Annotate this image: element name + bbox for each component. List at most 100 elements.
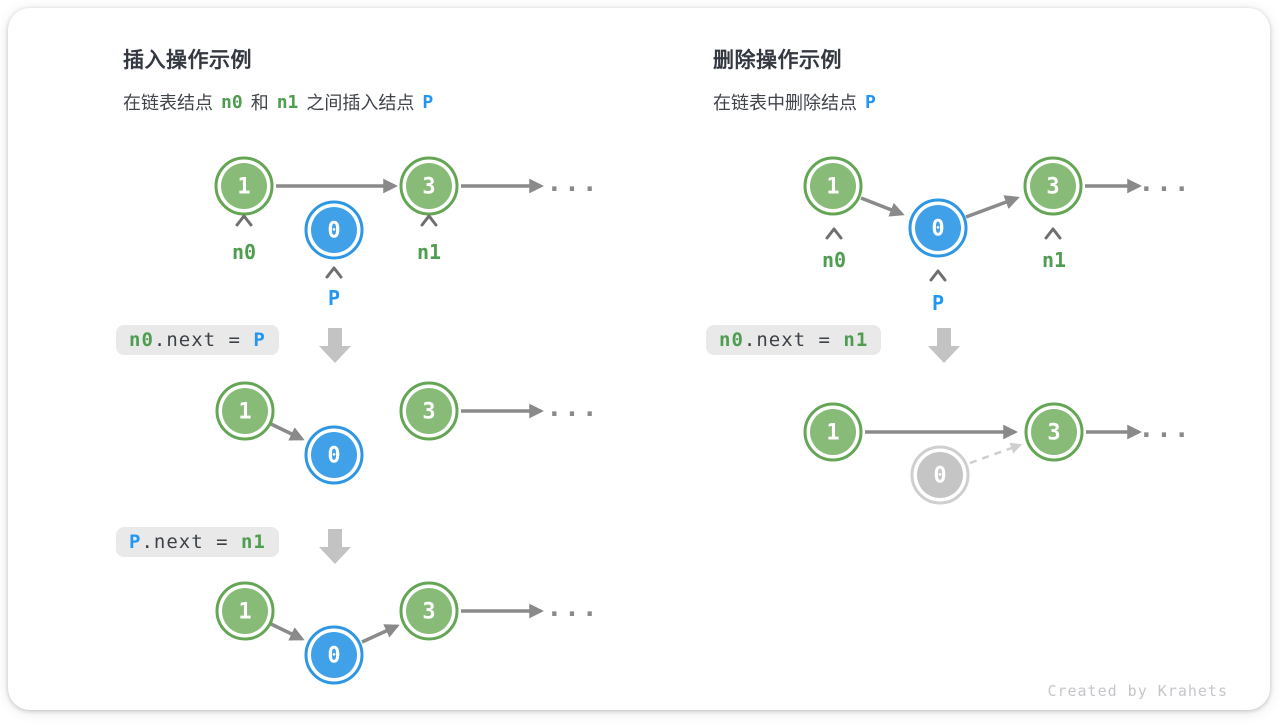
node-value: 1 — [237, 175, 250, 200]
subtitle-text: 之间插入结点 — [306, 93, 415, 113]
node-body — [1030, 163, 1076, 209]
insert-diagram-step1: ... 1 0 3 — [215, 381, 600, 485]
pointer-arrow — [270, 422, 305, 441]
node-value: 0 — [327, 444, 340, 469]
insert-panel-title: 插入操作示例 — [123, 49, 252, 72]
ellipsis: ... — [547, 593, 600, 623]
node-value: 0 — [327, 219, 340, 244]
removed-pointer-dashed-arrow — [969, 442, 1023, 465]
node-value: 3 — [1047, 421, 1060, 446]
ellipsis: ... — [1139, 414, 1192, 444]
node-ring — [399, 581, 459, 641]
label-n0: n0 — [822, 248, 846, 272]
code-op: .next = — [141, 531, 241, 553]
node-value: 1 — [826, 421, 839, 446]
pointer-arrow — [965, 195, 1020, 219]
delete-diagram-initial: ... 1 0 3 n0 n1 P — [803, 156, 1189, 315]
subtitle-token-p: P — [422, 91, 434, 113]
label-n1: n1 — [417, 240, 441, 264]
node-value: 3 — [1046, 175, 1059, 200]
subtitle-text: 在链表结点 — [123, 93, 213, 113]
caret-up-icon — [325, 266, 343, 279]
code-lhs: n0 — [719, 329, 744, 351]
node-ring — [803, 156, 863, 216]
insert-diagram-initial: ... 1 0 3 n0 n1 P — [214, 156, 600, 310]
node-ring — [214, 156, 274, 216]
node-ring — [1024, 402, 1084, 462]
label-n1: n1 — [1042, 248, 1066, 272]
node-body — [311, 207, 357, 253]
node-body — [406, 588, 452, 634]
node-value: 0 — [933, 464, 946, 489]
diagram-canvas: ... 1 0 3 n0 n1 P — [214, 156, 1192, 685]
node-ring — [908, 198, 968, 258]
node-body — [221, 163, 267, 209]
node-3: 3 — [399, 381, 459, 441]
node-p: 0 — [304, 625, 364, 685]
subtitle-token-n1: n1 — [276, 91, 299, 113]
node-p-removed: 0 — [910, 445, 970, 505]
node-p: 0 — [304, 425, 364, 485]
caret-up-icon — [929, 269, 947, 282]
node-ring — [215, 381, 275, 441]
node-3: 3 — [399, 156, 459, 216]
node-1: 1 — [215, 581, 275, 641]
label-p: P — [932, 291, 944, 315]
node-body — [222, 388, 268, 434]
subtitle-text: 在链表中删除结点 — [713, 93, 857, 113]
credit-text: Created by Krahets — [1047, 682, 1228, 700]
node-body — [917, 452, 963, 498]
code-rhs: n1 — [240, 531, 266, 553]
node-value: 1 — [826, 175, 839, 200]
delete-diagram-step1: ... 1 0 3 — [803, 402, 1192, 505]
insert-diagram-step2: ... 1 0 3 — [215, 581, 600, 685]
code-rhs: P — [253, 329, 266, 351]
caret-up-icon — [235, 214, 253, 227]
node-3: 3 — [1023, 156, 1083, 216]
node-value: 3 — [422, 400, 435, 425]
node-body — [810, 163, 856, 209]
ellipsis: ... — [547, 393, 600, 423]
block-arrow-down-icon — [319, 529, 351, 564]
node-3: 3 — [1024, 402, 1084, 462]
node-ring — [215, 581, 275, 641]
node-body — [406, 163, 452, 209]
node-body — [311, 432, 357, 478]
pointer-arrow — [270, 622, 305, 641]
block-arrow-down-icon — [928, 328, 960, 363]
node-value: 1 — [238, 400, 251, 425]
node-value: 0 — [931, 217, 944, 242]
code-op: .next = — [743, 329, 844, 351]
subtitle-token-n0: n0 — [221, 91, 243, 113]
code-lhs: P — [129, 531, 142, 553]
node-ring — [304, 425, 364, 485]
node-ring — [910, 445, 970, 505]
node-value: 1 — [238, 600, 251, 625]
node-body — [406, 388, 452, 434]
subtitle-token-p: P — [865, 91, 876, 113]
label-n0: n0 — [232, 240, 256, 264]
node-body — [311, 632, 357, 678]
node-value: 3 — [422, 600, 435, 625]
node-3: 3 — [399, 581, 459, 641]
ellipsis: ... — [547, 168, 600, 198]
code-op: .next = — [153, 329, 254, 351]
node-body — [915, 205, 961, 251]
node-p: 0 — [304, 200, 364, 260]
block-arrow-down-icon — [319, 328, 351, 363]
delete-panel-title: 删除操作示例 — [713, 49, 842, 72]
node-ring — [399, 381, 459, 441]
node-body — [222, 588, 268, 634]
code-rhs: n1 — [843, 329, 869, 351]
node-value: 3 — [422, 175, 435, 200]
pointer-arrow — [860, 196, 905, 217]
label-p: P — [328, 286, 340, 310]
caret-up-icon — [825, 227, 843, 240]
delete-panel-subtitle: 在链表中删除结点 P — [713, 89, 884, 115]
node-1: 1 — [803, 156, 863, 216]
node-ring — [1023, 156, 1083, 216]
node-1: 1 — [215, 381, 275, 441]
insert-code-step1: n0.next = P — [116, 325, 279, 355]
